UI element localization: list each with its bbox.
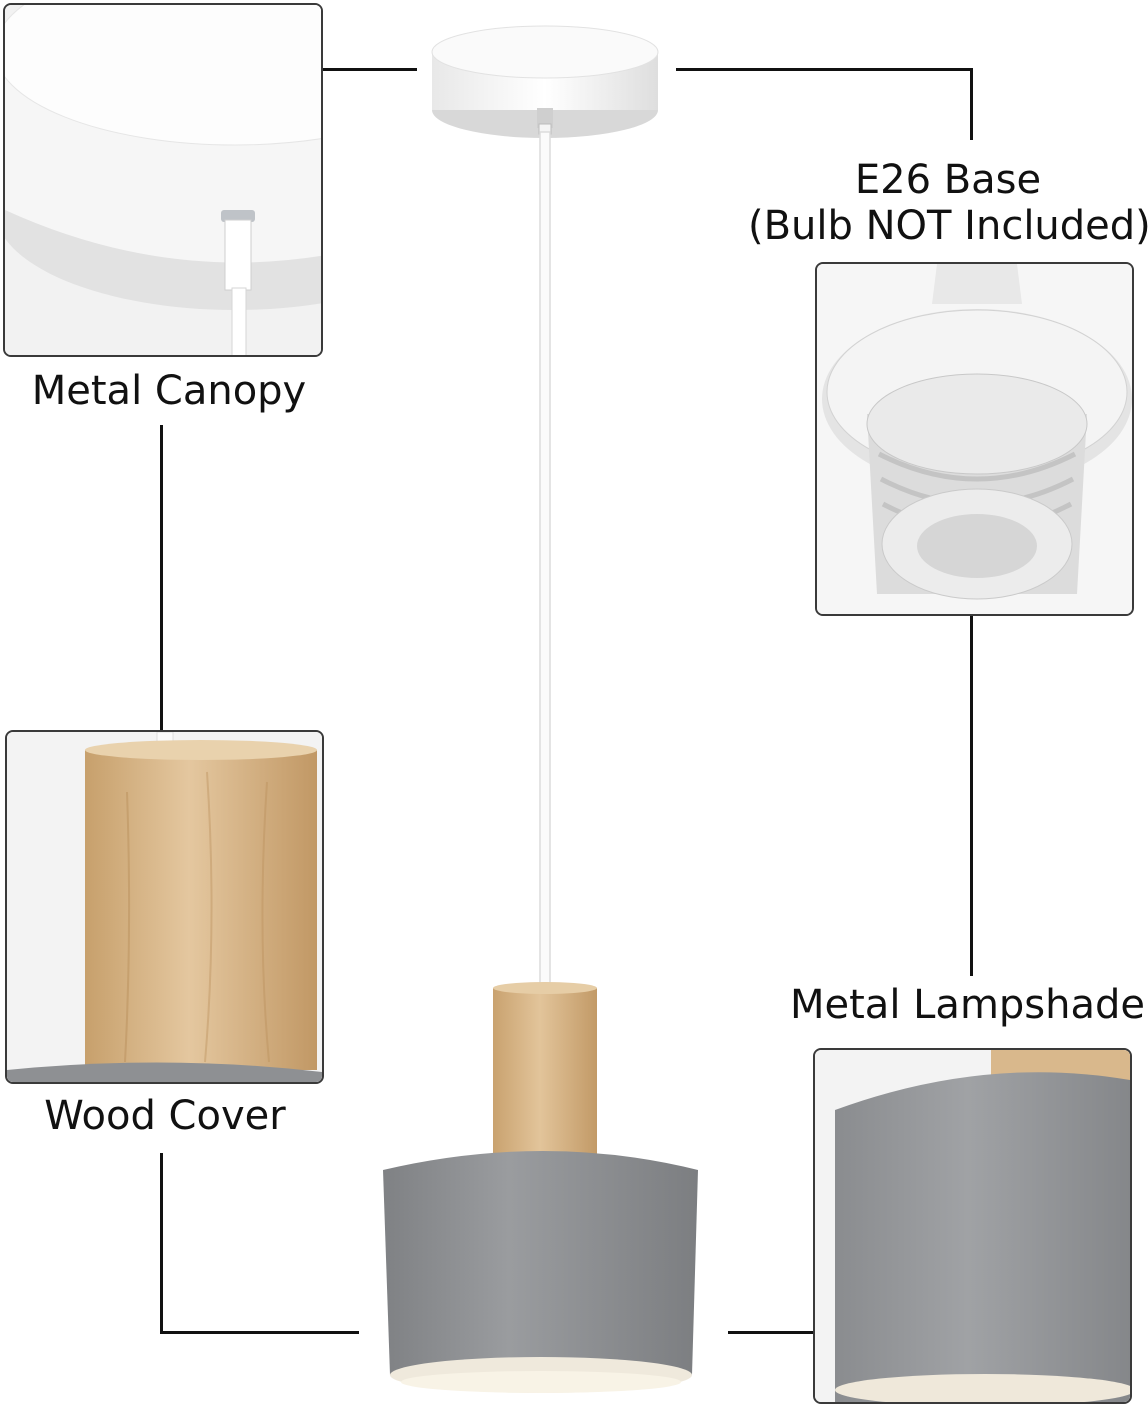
connector-base-down	[970, 614, 973, 976]
socket-closeup-image	[817, 264, 1132, 614]
connector-base-vertical	[970, 68, 973, 140]
label-wood-cover: Wood Cover	[44, 1093, 286, 1139]
label-metal-lampshade: Metal Lampshade	[790, 982, 1145, 1028]
lampshade-closeup-image	[815, 1050, 1130, 1402]
connector-wood-down	[160, 1153, 163, 1333]
wood-closeup-image	[7, 732, 322, 1082]
panel-metal-lampshade	[813, 1048, 1132, 1404]
connector-shade-horizontal	[728, 1331, 814, 1334]
pendant-lamp-main	[383, 25, 698, 1393]
canopy-closeup-image	[5, 5, 321, 355]
connector-canopy-top	[320, 68, 417, 71]
panel-wood-cover	[5, 730, 324, 1084]
label-metal-canopy: Metal Canopy	[31, 368, 307, 414]
connector-base-horizontal	[676, 68, 972, 71]
connector-canopy-down	[160, 425, 163, 730]
connector-wood-horizontal	[160, 1331, 359, 1334]
label-e26-line1: E26 Base	[854, 157, 1042, 203]
panel-e26-base	[815, 262, 1134, 616]
label-e26-line2: (Bulb NOT Included)	[748, 203, 1148, 249]
panel-metal-canopy	[3, 3, 323, 357]
label-e26-base: E26 Base (Bulb NOT Included)	[748, 157, 1148, 249]
